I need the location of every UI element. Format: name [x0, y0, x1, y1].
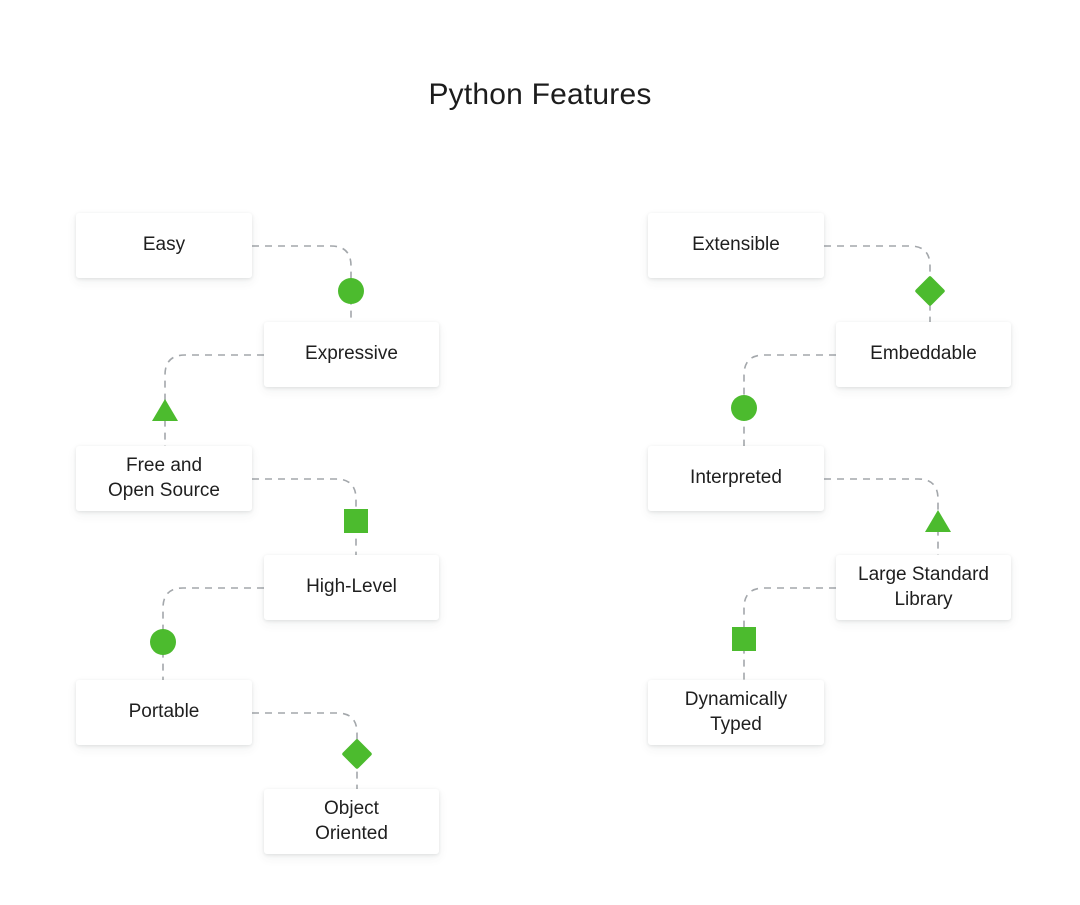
- connector-high-level-to-portable: [162, 587, 264, 680]
- page-title: Python Features: [428, 78, 652, 111]
- connector-interpreted-to-large-standard-library: [824, 478, 939, 555]
- square-marker-icon: [732, 627, 756, 651]
- feature-label-dynamically-typed: Dynamically Typed: [684, 689, 788, 735]
- connector-expressive-to-free-open-source: [164, 354, 264, 446]
- feature-label-high-level: High-Level: [306, 576, 397, 598]
- connector-portable-to-object-oriented: [252, 712, 358, 789]
- feature-node-extensible[interactable]: Extensible: [648, 213, 824, 278]
- feature-label-expressive: Expressive: [305, 343, 398, 365]
- feature-node-object-oriented[interactable]: Object Oriented: [264, 789, 439, 854]
- circle-marker-icon: [338, 278, 364, 304]
- connector-large-standard-library-to-dynamically-typed: [743, 587, 836, 680]
- connector-embeddable-to-interpreted: [743, 354, 836, 446]
- feature-node-large-standard-library[interactable]: Large Standard Library: [836, 555, 1011, 620]
- feature-label-object-oriented: Object Oriented: [315, 798, 388, 844]
- feature-label-free-open-source: Free and Open Source: [108, 455, 220, 501]
- diamond-marker-icon: [341, 738, 373, 770]
- feature-node-free-open-source[interactable]: Free and Open Source: [76, 446, 252, 511]
- feature-label-interpreted: Interpreted: [690, 467, 782, 489]
- feature-node-portable[interactable]: Portable: [76, 680, 252, 745]
- feature-label-extensible: Extensible: [692, 234, 780, 256]
- connector-easy-to-expressive: [252, 245, 352, 322]
- feature-label-large-standard-library: Large Standard Library: [858, 564, 989, 610]
- feature-node-easy[interactable]: Easy: [76, 213, 252, 278]
- feature-node-dynamically-typed[interactable]: Dynamically Typed: [648, 680, 824, 745]
- feature-node-interpreted[interactable]: Interpreted: [648, 446, 824, 511]
- circle-marker-icon: [150, 629, 176, 655]
- feature-node-high-level[interactable]: High-Level: [264, 555, 439, 620]
- circle-marker-icon: [731, 395, 757, 421]
- feature-label-portable: Portable: [128, 701, 200, 723]
- feature-node-embeddable[interactable]: Embeddable: [836, 322, 1011, 387]
- feature-label-easy: Easy: [142, 234, 186, 256]
- feature-label-embeddable: Embeddable: [870, 343, 977, 365]
- feature-node-expressive[interactable]: Expressive: [264, 322, 439, 387]
- connector-free-open-source-to-high-level: [252, 478, 357, 555]
- square-marker-icon: [344, 509, 368, 533]
- diamond-marker-icon: [914, 275, 946, 307]
- triangle-marker-icon: [152, 398, 178, 421]
- triangle-marker-icon: [925, 509, 951, 532]
- connector-extensible-to-embeddable: [824, 245, 931, 322]
